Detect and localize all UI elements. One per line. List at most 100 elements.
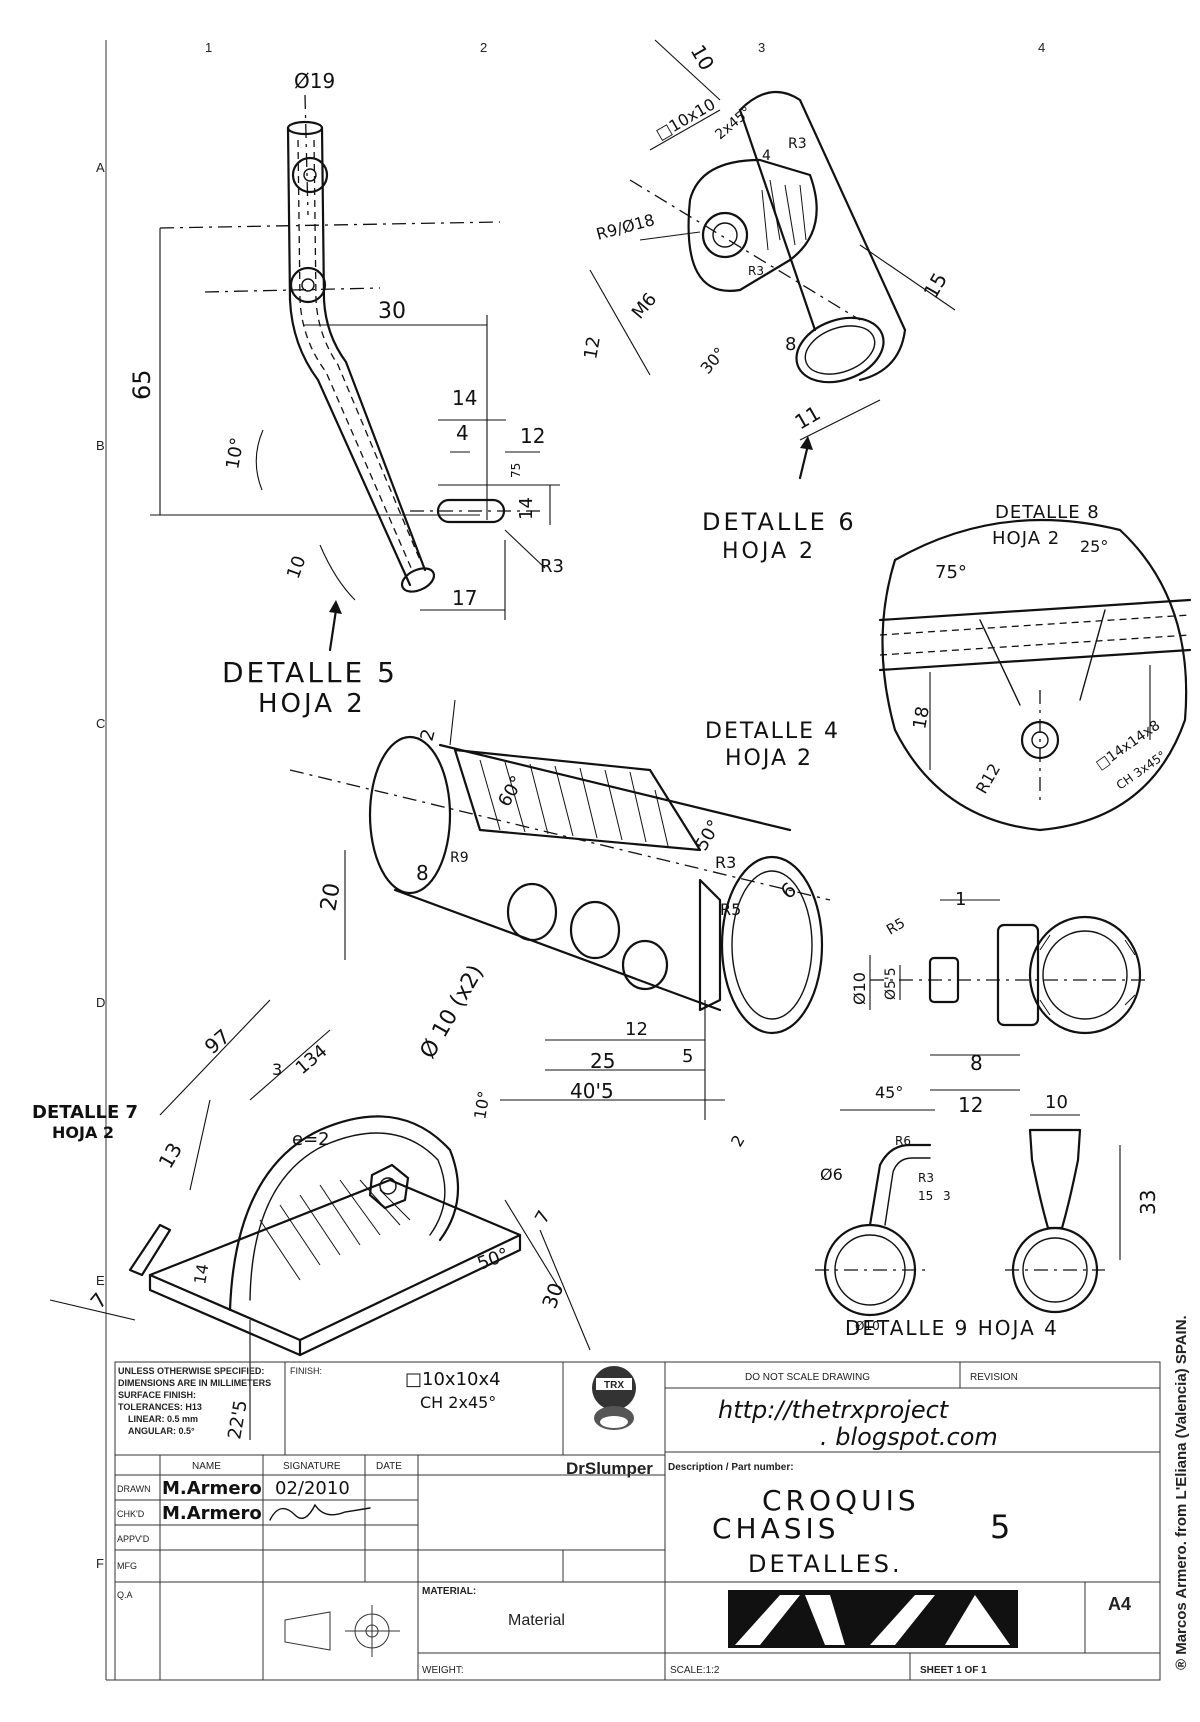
d4-dim-10deg: 10° — [470, 1089, 494, 1120]
d7-dim-13: 13 — [154, 1138, 188, 1172]
projection-symbol — [284, 1605, 400, 1657]
tb-header-date: DATE — [376, 1461, 402, 1472]
d5-dim-75: 75 — [509, 463, 523, 478]
d4-dim-12: 12 — [625, 1019, 648, 1040]
tube-note-line1: □10x10x4 — [405, 1369, 501, 1390]
d5-dim-r3: R3 — [540, 556, 564, 577]
grid-row-a: A — [96, 160, 105, 175]
tube-note: □10x10x4 CH 2x45° — [405, 1369, 501, 1412]
d4-dim-diam10x2: Ø 10 (x2) — [416, 961, 489, 1063]
tb-size: A4 — [1108, 1594, 1131, 1614]
d4-dim-40-5: 40'5 — [570, 1079, 614, 1103]
d9-dim-33: 33 — [1136, 1190, 1160, 1215]
d7-label-line1: DETALLE 7 — [32, 1102, 138, 1123]
grid-row-e: E — [96, 1273, 105, 1288]
d6-dim-11: 11 — [791, 401, 825, 435]
tube-note-line2: CH 2x45° — [420, 1393, 496, 1412]
drslumper-logo: TRX — [592, 1366, 636, 1430]
tb-material-value: Material — [508, 1612, 565, 1629]
tb-row-drawn-date: 02/2010 — [275, 1478, 350, 1499]
detail-side-view-sketch: 1 R5 Ø10 Ø5'5 8 12 — [850, 889, 1145, 1117]
tb-note-3: SURFACE FINISH: — [118, 1390, 196, 1400]
d5-dim-4: 4 — [456, 421, 469, 445]
d5-dim-10deg: 10° — [222, 436, 248, 471]
side-dim-diam5-5: Ø5'5 — [883, 967, 899, 1000]
tb-url-line1: http://thetrxproject — [718, 1396, 950, 1424]
d7-dim-30: 30 — [537, 1280, 568, 1312]
d8-dim-25deg: 25° — [1080, 537, 1108, 556]
d8-label-line2: HOJA 2 — [992, 528, 1060, 549]
d5-dim-65: 65 — [128, 369, 156, 400]
detail-5-sketch: Ø19 65 30 14 4 12 10° 14 10 17 R3 75 DET… — [128, 69, 564, 719]
d4-dim-r3: R3 — [715, 853, 736, 872]
d6-dim-12: 12 — [580, 335, 605, 361]
tb-description-line2: CHASIS — [712, 1512, 840, 1545]
tb-chkd-signature-scribble — [269, 1503, 371, 1521]
d5-label-line1: DETALLE 5 — [222, 656, 398, 689]
tb-header-signature: SIGNATURE — [283, 1461, 341, 1472]
d8-dim-r12: R12 — [972, 760, 1004, 797]
d4-label-line2: HOJA 2 — [725, 746, 813, 771]
tb-material-label: MATERIAL: — [422, 1586, 476, 1597]
d6-dim-4: 4 — [762, 148, 771, 164]
tb-sheet: SHEET 1 OF 1 — [920, 1665, 987, 1676]
grid-col-2: 2 — [480, 40, 487, 55]
tb-row-qa-label: Q.A — [117, 1590, 133, 1600]
d9-label: DETALLE 9 HOJA 4 — [845, 1316, 1059, 1340]
d4-dim-2: 2 — [417, 727, 440, 743]
d7-label-line2: HOJA 2 — [52, 1123, 114, 1142]
side-dim-diam10: Ø10 — [850, 972, 869, 1005]
d4-label-line1: DETALLE 4 — [705, 719, 840, 744]
logo-caption: DrSlumper — [566, 1459, 653, 1478]
d8-label-line1: DETALLE 8 — [995, 502, 1100, 523]
grid-col-3: 3 — [758, 40, 765, 55]
d7-dim-97: 97 — [200, 1024, 235, 1059]
d5-dim-30: 30 — [378, 299, 406, 324]
d4-dim-20: 20 — [316, 881, 345, 913]
d5-label-line2: HOJA 2 — [258, 689, 366, 719]
tb-finish-label: FINISH: — [290, 1366, 322, 1376]
tb-note-5: LINEAR: 0.5 mm — [128, 1414, 198, 1424]
title-block: UNLESS OTHERWISE SPECIFIED: DIMENSIONS A… — [114, 1361, 1161, 1681]
d9-dim-3: 3 — [943, 1189, 951, 1203]
d9-dim-45deg: 45° — [875, 1083, 903, 1102]
d6-dim-r3b: R3 — [748, 264, 764, 278]
d4-dim-2b: 2 — [727, 1132, 749, 1150]
tb-row-drawn-name: M.Armero — [162, 1478, 262, 1499]
tb-row-chkd-name: M.Armero — [162, 1503, 262, 1524]
tb-row-chkd-label: CHK'D — [117, 1509, 145, 1519]
tb-description-line3: DETALLES. — [748, 1550, 903, 1578]
sheet-frame: 1 2 3 4 A B C D E F — [96, 40, 1160, 1681]
d6-label-line2: HOJA 2 — [722, 539, 816, 564]
d7-dim-134: 134 — [292, 1041, 332, 1079]
side-dim-8: 8 — [970, 1051, 983, 1075]
tb-part-number: 5 — [990, 1508, 1010, 1546]
d7-dim-22-5: 22'5 — [224, 1399, 252, 1441]
tb-row-drawn-label: DRAWN — [117, 1484, 151, 1494]
tb-row-mfg-label: MFG — [117, 1561, 137, 1571]
d6-dim-m6: M6 — [628, 289, 661, 323]
d7-dim-14: 14 — [190, 1262, 212, 1285]
tb-note-2: DIMENSIONS ARE IN MILLIMETERS — [118, 1378, 271, 1388]
d4-dim-8: 8 — [416, 861, 429, 885]
grid-col-1: 1 — [205, 40, 212, 55]
d4-dim-5: 5 — [682, 1046, 693, 1067]
tb-description-line1: CROQUIS — [762, 1484, 920, 1517]
tb-do-not-scale: DO NOT SCALE DRAWING — [745, 1372, 870, 1383]
tb-note-6: ANGULAR: 0.5° — [128, 1426, 195, 1436]
tb-weight-label: WEIGHT: — [422, 1665, 464, 1676]
d6-dim-r3a: R3 — [788, 136, 807, 152]
tb-row-appvd-label: APPV'D — [117, 1534, 150, 1544]
grid-row-b: B — [96, 438, 105, 453]
d5-dim-14a: 14 — [452, 386, 477, 410]
tb-description-label: Description / Part number: — [668, 1462, 794, 1473]
grid-row-c: C — [96, 716, 105, 731]
d4-dim-6: 6 — [776, 877, 801, 904]
tb-note-4: TOLERANCES: H13 — [118, 1402, 202, 1412]
d9-dim-r6: R6 — [895, 1134, 911, 1148]
d8-dim-18: 18 — [909, 705, 934, 731]
side-dim-r5: R5 — [884, 915, 908, 938]
copyright-text: ® Marcos Armero. from L'Eliana (Valencia… — [1173, 1315, 1190, 1670]
d9-dim-10: 10 — [1045, 1092, 1068, 1113]
tb-header-name: NAME — [192, 1461, 221, 1472]
